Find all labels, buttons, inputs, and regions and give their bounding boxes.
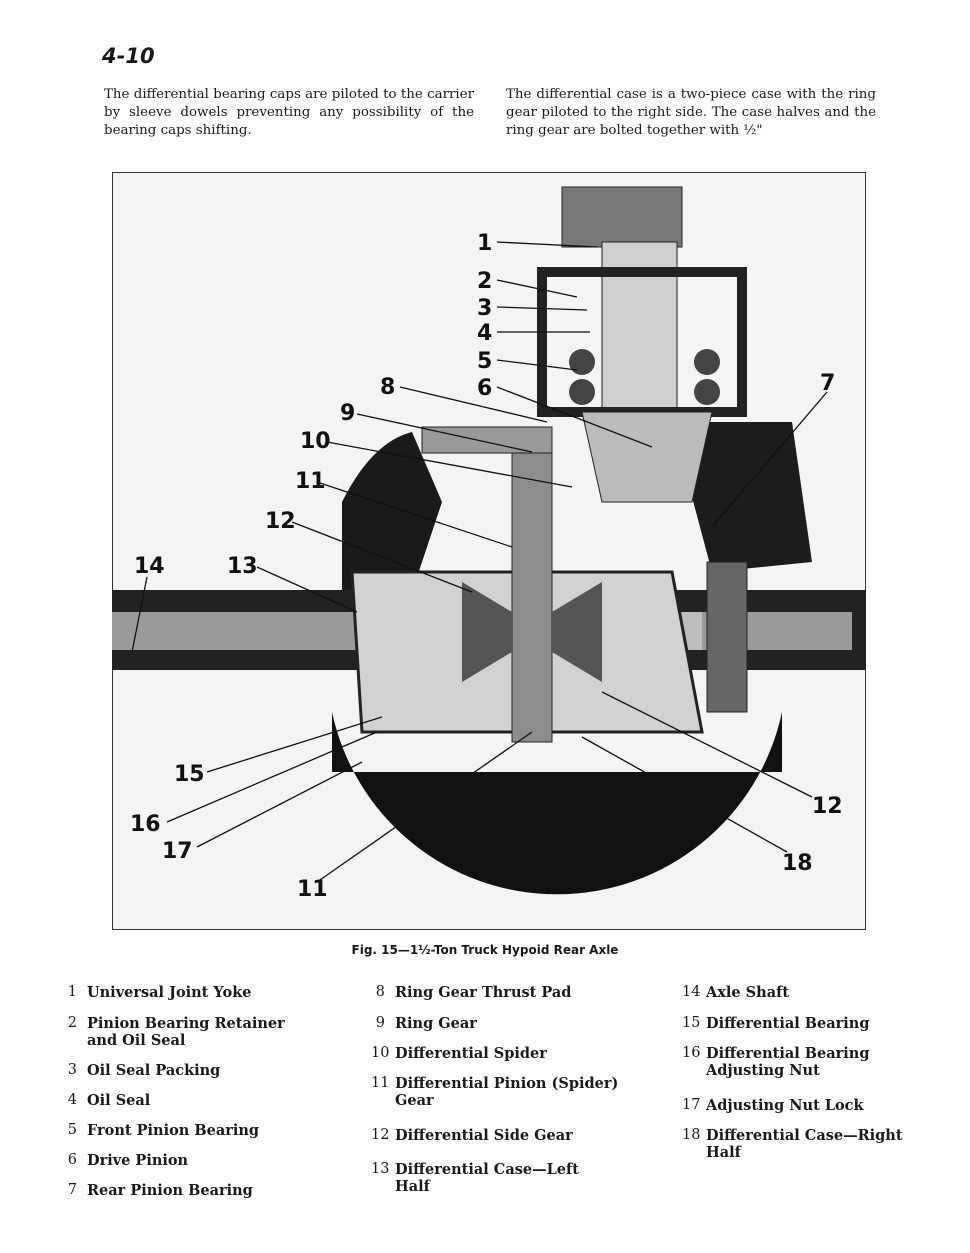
side-gear-right [552, 582, 602, 682]
legend-number: 3 [67, 1062, 77, 1078]
legend-number: 14 [682, 984, 701, 1000]
callout-10: 10 [300, 429, 331, 454]
legend-number: 9 [375, 1015, 385, 1031]
legend-text: Differential Pinion (Spider) Gear [395, 1075, 619, 1109]
legend-text: Drive Pinion [87, 1152, 189, 1169]
legend-number: 6 [67, 1152, 77, 1168]
figure-caption: Fig. 15—1½-Ton Truck Hypoid Rear Axle [351, 943, 619, 957]
legend-text: Ring Gear [395, 1015, 477, 1032]
callout-3: 3 [477, 296, 492, 321]
legend-text: Oil Seal [87, 1092, 151, 1109]
legend-text: Differential Bearing Adjusting Nut [706, 1045, 870, 1079]
legend-number: 4 [67, 1092, 77, 1108]
callout-9: 9 [340, 401, 355, 426]
callout-16: 16 [130, 812, 161, 837]
page-number: 4-10 [102, 44, 155, 68]
housing-bowl [332, 712, 782, 895]
legend-number: 16 [682, 1045, 701, 1061]
carrier-right [672, 422, 812, 572]
legend-number: 18 [682, 1127, 701, 1143]
callout-8: 8 [380, 375, 395, 400]
leader-lines [131, 241, 828, 883]
legend-text: Axle Shaft [706, 984, 790, 1001]
drive-pinion [581, 411, 713, 503]
legend-text: Oil Seal Packing [87, 1062, 221, 1079]
legend-number: 15 [682, 1015, 701, 1031]
legend-text: Adjusting Nut Lock [706, 1097, 864, 1114]
callout-1: 1 [477, 231, 492, 256]
rear-axle-cutaway-illustration: 1 2 3 4 5 6 7 8 9 10 11 12 13 14 15 16 1… [112, 172, 866, 930]
callout-11: 11 [295, 469, 326, 494]
legend-text: Differential Case—Left Half [395, 1161, 579, 1195]
bearing-ball [569, 349, 595, 375]
thrust-pad-screw [421, 426, 553, 454]
legend-number: 17 [682, 1097, 701, 1113]
legend-number: 10 [371, 1045, 390, 1061]
legend-text: Front Pinion Bearing [87, 1122, 260, 1139]
carrier-left [342, 432, 442, 592]
legend-text: Pinion Bearing Retainer and Oil Seal [87, 1015, 285, 1049]
callout-12b: 12 [812, 794, 843, 819]
callout-17: 17 [162, 839, 193, 864]
bearing-ball [694, 379, 720, 405]
differential-spider [511, 441, 553, 743]
callout-5: 5 [477, 349, 492, 374]
legend-text: Rear Pinion Bearing [87, 1182, 253, 1199]
bearing-ball [694, 349, 720, 375]
callout-labels: 1 2 3 4 5 6 7 8 9 10 11 12 13 14 15 16 1… [130, 231, 843, 902]
side-gear-left [462, 582, 512, 682]
legend-number: 8 [375, 984, 385, 1000]
callout-14: 14 [134, 554, 165, 579]
callout-4: 4 [477, 321, 492, 346]
legend-number: 1 [67, 984, 77, 1000]
callout-11b: 11 [297, 877, 328, 902]
callout-6: 6 [477, 376, 492, 401]
callout-18: 18 [782, 851, 813, 876]
legend-number: 5 [67, 1122, 77, 1138]
legend-number: 13 [371, 1161, 390, 1177]
adjusting-screw [706, 561, 748, 713]
bearing-ball [569, 379, 595, 405]
callout-15: 15 [174, 762, 205, 787]
legend-text: Differential Bearing [706, 1015, 870, 1032]
legend-text: Differential Case—Right Half [706, 1127, 903, 1161]
callout-13: 13 [227, 554, 258, 579]
paragraph-right: The differential case is a two-piece cas… [506, 87, 876, 138]
legend-number: 11 [371, 1075, 390, 1091]
callout-2: 2 [477, 269, 492, 294]
legend-number: 12 [371, 1127, 390, 1143]
legend-text: Differential Spider [395, 1045, 547, 1062]
callout-7: 7 [820, 371, 835, 396]
legend-text: Universal Joint Yoke [87, 984, 252, 1001]
callout-12: 12 [265, 509, 296, 534]
legend-number: 2 [67, 1015, 77, 1031]
paragraph-left: The differential bearing caps are pilote… [104, 87, 474, 138]
yoke [561, 186, 683, 248]
legend-text: Differential Side Gear [395, 1127, 573, 1144]
legend-text: Ring Gear Thrust Pad [395, 984, 572, 1001]
legend-number: 7 [67, 1182, 77, 1198]
